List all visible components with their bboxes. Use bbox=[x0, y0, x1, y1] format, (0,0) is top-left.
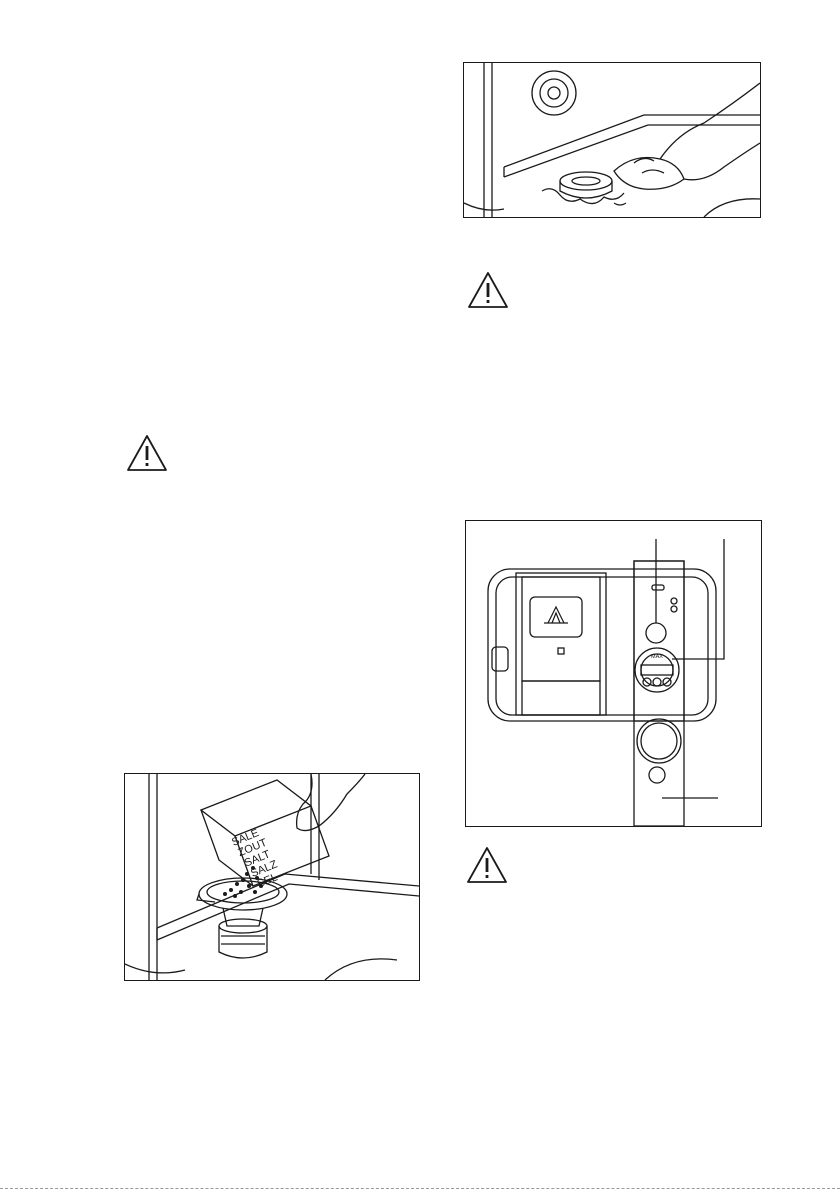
illustration-wipe-cap bbox=[464, 63, 760, 217]
figure-detergent-dispenser: MAX bbox=[465, 520, 762, 827]
figure-pour-salt: SALE ZOUT SALT SALZ SEL bbox=[124, 773, 420, 981]
page-bottom-rule bbox=[0, 1188, 840, 1189]
dispenser-scale-label: MAX bbox=[651, 654, 663, 660]
figure-wipe-salt-cap bbox=[463, 62, 761, 218]
illustration-dispenser: MAX bbox=[466, 521, 761, 826]
warning-triangle-icon bbox=[465, 845, 509, 885]
warning-icon-1 bbox=[466, 270, 510, 310]
rinse-aid-icon bbox=[544, 607, 568, 623]
warning-triangle-icon bbox=[125, 433, 169, 473]
warning-triangle-icon bbox=[466, 270, 510, 310]
illustration-pour-salt: SALE ZOUT SALT SALZ SEL bbox=[125, 774, 419, 980]
warning-icon-3 bbox=[465, 845, 509, 885]
warning-icon-2 bbox=[125, 433, 169, 473]
